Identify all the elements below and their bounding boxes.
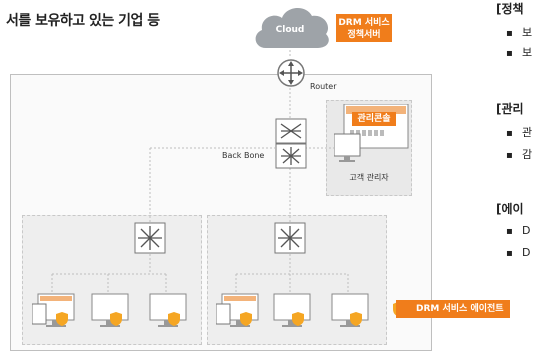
admin-console-tag: 관리콘솔 xyxy=(352,112,396,126)
backbone-switch-icon xyxy=(275,118,307,169)
cloud-label: Cloud xyxy=(275,25,305,35)
bullet-policy-2: 보 xyxy=(506,44,532,60)
drm-server-line2: 정책서버 xyxy=(347,30,381,40)
admin-console-monitor-icon xyxy=(334,104,409,162)
section-title-manage: [관리 xyxy=(496,102,524,116)
client-pc-icon xyxy=(149,293,187,327)
section-title-policy: [정책 xyxy=(496,2,524,16)
switch-right-icon xyxy=(274,222,306,254)
router-label: Router xyxy=(310,82,337,91)
bullet-agent-2: D xyxy=(506,246,530,259)
bullet-policy-1: 보 xyxy=(506,24,532,40)
router-icon xyxy=(277,59,305,87)
diagram-title: 서를 보유하고 있는 기업 등 xyxy=(6,13,160,29)
backbone-label: Back Bone xyxy=(222,151,265,160)
client-pc-icon xyxy=(32,293,75,327)
bullet-agent-1: D xyxy=(506,224,530,237)
client-pc-icon xyxy=(273,293,311,327)
switch-left-icon xyxy=(134,222,166,254)
customer-admin-label: 고객 관리자 xyxy=(349,173,389,182)
cloud-icon xyxy=(255,7,329,48)
bullet-manage-1: 관 xyxy=(506,124,532,140)
client-pc-icon xyxy=(91,293,129,327)
client-pc-icon xyxy=(216,293,259,327)
section-title-agent: [에이 xyxy=(496,202,524,216)
drm-policy-server-tag: DRM 서비스 정책서버 xyxy=(336,14,392,42)
drm-agent-legend-label: DRM 서비스 에이전트 xyxy=(396,300,510,318)
client-pc-icon xyxy=(331,293,369,327)
drm-server-line1: DRM 서비스 xyxy=(338,18,390,28)
bullet-manage-2: 감 xyxy=(506,146,532,162)
